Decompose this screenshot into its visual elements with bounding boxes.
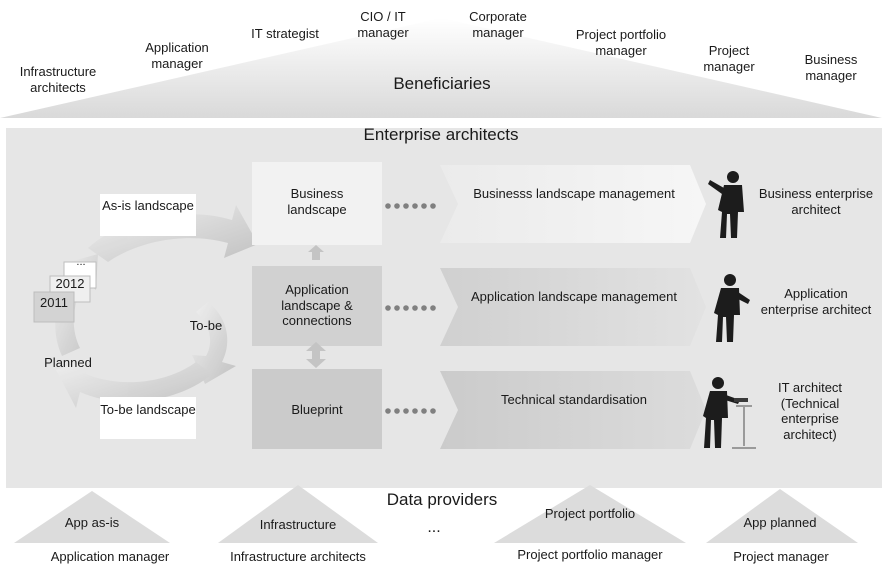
beneficiary-business-manager: Business manager — [804, 52, 858, 83]
year-2011: 2011 — [40, 295, 68, 310]
application-enterprise-architect: Application enterprise architect — [760, 286, 872, 317]
provider-app-as-is: App as-is — [64, 515, 120, 530]
provider-role-infrastructure-architects: Infrastructure architects — [230, 549, 366, 564]
box-connectors — [306, 245, 326, 368]
provider-role-application-manager: Application manager — [50, 549, 170, 564]
to-be-landscape-plate — [100, 397, 196, 439]
business-landscape-box: Business landscape — [287, 186, 347, 217]
year-ellipsis: ... — [76, 256, 86, 268]
provider-project-portfolio: Project portfolio — [544, 506, 636, 521]
provider-roof-2 — [218, 485, 378, 543]
enterprise-architects-title: Enterprise architects — [363, 125, 519, 144]
application-landscape-box: Application landscape & connections — [281, 282, 353, 329]
provider-role-project-portfolio-manager: Project portfolio manager — [517, 547, 663, 562]
application-landscape-management: Application landscape management — [471, 289, 677, 304]
it-architect: IT architect (Technical enterprise archi… — [777, 380, 843, 442]
dotted-connectors — [385, 203, 436, 414]
row1-box — [252, 162, 382, 245]
business-enterprise-architect: Business enterprise architect — [758, 186, 874, 217]
it-architect-icon — [703, 377, 748, 448]
year-2012: 2012 — [55, 276, 85, 291]
beneficiaries-title: Beneficiaries — [393, 74, 491, 93]
provider-role-project-manager: Project manager — [733, 549, 829, 564]
business-landscape-management: Businesss landscape management — [473, 186, 675, 201]
beneficiary-it-strategist: IT strategist — [251, 26, 319, 41]
to-be-label: To-be — [189, 318, 223, 333]
business-architect-icon — [708, 171, 744, 238]
beneficiaries-roof — [0, 18, 882, 118]
planned-label: Planned — [44, 355, 92, 370]
beneficiary-infrastructure-architects: Infrastructure architects — [19, 64, 97, 95]
row2-arrow — [440, 268, 706, 346]
provider-roof-1 — [14, 491, 170, 543]
provider-roof-4 — [706, 489, 858, 543]
to-be-landscape-label: To-be landscape — [100, 402, 196, 417]
provider-roof-3 — [494, 485, 686, 543]
beneficiary-application-manager: Application manager — [145, 40, 209, 71]
row3-arrow — [440, 371, 706, 449]
beneficiary-cio: CIO / IT manager — [357, 9, 409, 40]
data-providers-title: Data providers — [386, 490, 498, 509]
row2-box — [252, 266, 382, 346]
row1-arrow — [440, 165, 706, 243]
technical-standardisation: Technical standardisation — [501, 392, 647, 407]
beneficiary-corporate-manager: Corporate manager — [469, 9, 527, 40]
provider-app-planned: App planned — [743, 515, 817, 530]
as-is-landscape-label: As-is landscape — [102, 198, 194, 213]
blueprint-box: Blueprint — [291, 402, 343, 417]
row3-box — [252, 369, 382, 449]
provider-infrastructure: Infrastructure — [259, 517, 337, 532]
application-architect-icon — [714, 274, 750, 342]
as-is-plate — [100, 194, 196, 236]
standing-desk-icon — [732, 405, 756, 449]
provider-ellipsis: ... — [427, 519, 441, 536]
beneficiary-project-manager: Project manager — [703, 43, 755, 74]
year-cards — [33, 261, 97, 323]
beneficiary-project-portfolio-manager: Project portfolio manager — [575, 27, 667, 58]
